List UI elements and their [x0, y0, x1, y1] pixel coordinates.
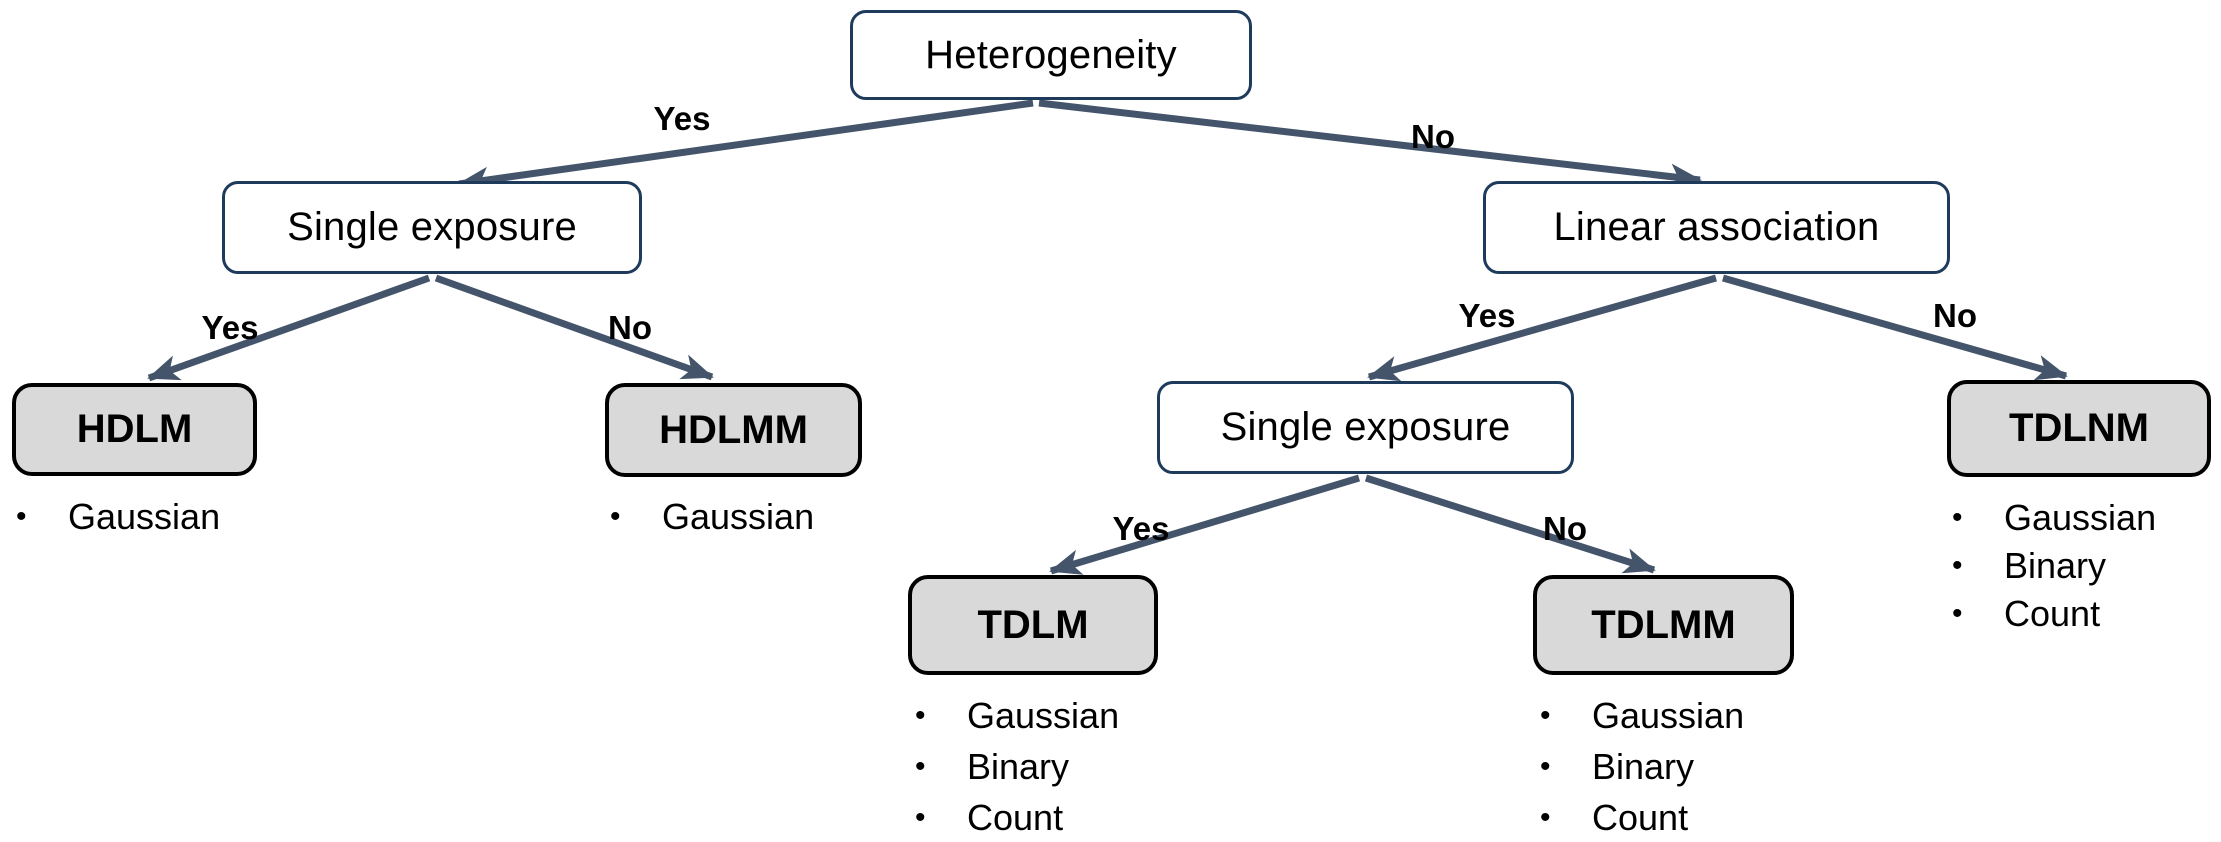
bullet-icon: •	[1540, 800, 1551, 834]
edge-label-single-exposure-left-no: No	[608, 309, 652, 346]
tdlmm-outcome-list: • Gaussian • Binary • Count	[1540, 690, 1744, 842]
bullet-text: Count	[2004, 593, 2101, 634]
node-label: Single exposure	[1220, 405, 1511, 449]
node-label: TDLMM	[1591, 602, 1736, 647]
list-item: • Binary	[1952, 542, 2156, 590]
bullet-icon: •	[1952, 597, 1963, 630]
list-item: • Binary	[1540, 741, 1744, 792]
node-label: HDLMM	[659, 407, 808, 452]
hdlmm-outcome-list: • Gaussian	[610, 492, 814, 542]
list-item: • Count	[1540, 792, 1744, 842]
bullet-icon: •	[1952, 501, 1963, 534]
bullet-text: Gaussian	[967, 694, 1120, 736]
bullet-icon: •	[1540, 749, 1551, 783]
list-item: • Gaussian	[1540, 690, 1744, 741]
bullet-text: Binary	[2004, 545, 2107, 586]
edge-single-exposure-left-no	[434, 274, 714, 381]
node-label: Linear association	[1553, 205, 1880, 249]
edge-label-heterogeneity-yes: Yes	[653, 100, 711, 137]
list-item: • Count	[1952, 590, 2156, 638]
bullet-text: Gaussian	[68, 496, 221, 537]
node-tdlm: TDLM	[908, 575, 1158, 675]
bullet-text: Gaussian	[2004, 497, 2157, 538]
list-item: • Binary	[915, 741, 1119, 792]
node-hdlm: HDLM	[12, 383, 257, 476]
node-label: TDLNM	[2009, 406, 2149, 450]
edge-single-exposure-right-yes	[1049, 474, 1361, 575]
node-tdlmm: TDLMM	[1533, 575, 1794, 675]
node-tdlnm: TDLNM	[1947, 380, 2211, 477]
bullet-text: Gaussian	[662, 496, 815, 537]
bullet-text: Binary	[1592, 745, 1695, 787]
hdlm-outcome-list: • Gaussian	[16, 492, 220, 542]
edge-label-linear-association-no: No	[1933, 297, 1977, 334]
edge-label-heterogeneity-no: No	[1411, 118, 1455, 155]
list-item: • Gaussian	[915, 690, 1119, 741]
edge-single-exposure-right-no	[1364, 474, 1656, 574]
node-hdlmm: HDLMM	[605, 383, 862, 477]
edge-single-exposure-left-yes	[147, 274, 431, 382]
bullet-text: Binary	[967, 745, 1070, 787]
tdlnm-outcome-list: • Gaussian • Binary • Count	[1952, 494, 2156, 638]
bullet-icon: •	[915, 698, 926, 732]
node-label: HDLM	[76, 407, 193, 451]
edge-linear-association-no	[1722, 274, 2068, 381]
bullet-icon: •	[610, 500, 621, 533]
tdlm-outcome-list: • Gaussian • Binary • Count	[915, 690, 1119, 842]
node-linear-association: Linear association	[1483, 181, 1950, 274]
edge-label-single-exposure-right-no: No	[1543, 510, 1587, 547]
bullet-icon: •	[915, 749, 926, 783]
edge-heterogeneity-yes	[457, 99, 1034, 193]
node-label: Single exposure	[287, 205, 577, 249]
bullet-text: Count	[967, 796, 1064, 838]
bullet-icon: •	[915, 800, 926, 834]
node-single-exposure-left: Single exposure	[222, 181, 642, 274]
bullet-icon: •	[1540, 698, 1551, 732]
edge-linear-association-yes	[1367, 274, 1717, 382]
node-heterogeneity: Heterogeneity	[850, 10, 1252, 100]
node-label: Heterogeneity	[925, 32, 1177, 77]
bullet-text: Gaussian	[1592, 694, 1745, 736]
edge-label-single-exposure-right-yes: Yes	[1112, 510, 1170, 547]
bullet-text: Count	[1592, 796, 1689, 838]
bullet-icon: •	[1952, 549, 1963, 582]
edge-label-linear-association-yes: Yes	[1458, 297, 1516, 334]
list-item: • Gaussian	[610, 492, 814, 542]
list-item: • Gaussian	[16, 492, 220, 542]
edge-heterogeneity-no	[1038, 99, 1702, 190]
list-item: • Count	[915, 792, 1119, 842]
edge-label-single-exposure-left-yes: Yes	[201, 309, 259, 346]
node-single-exposure-right: Single exposure	[1157, 381, 1574, 474]
node-label: TDLM	[977, 602, 1089, 647]
bullet-icon: •	[16, 500, 27, 533]
list-item: • Gaussian	[1952, 494, 2156, 542]
